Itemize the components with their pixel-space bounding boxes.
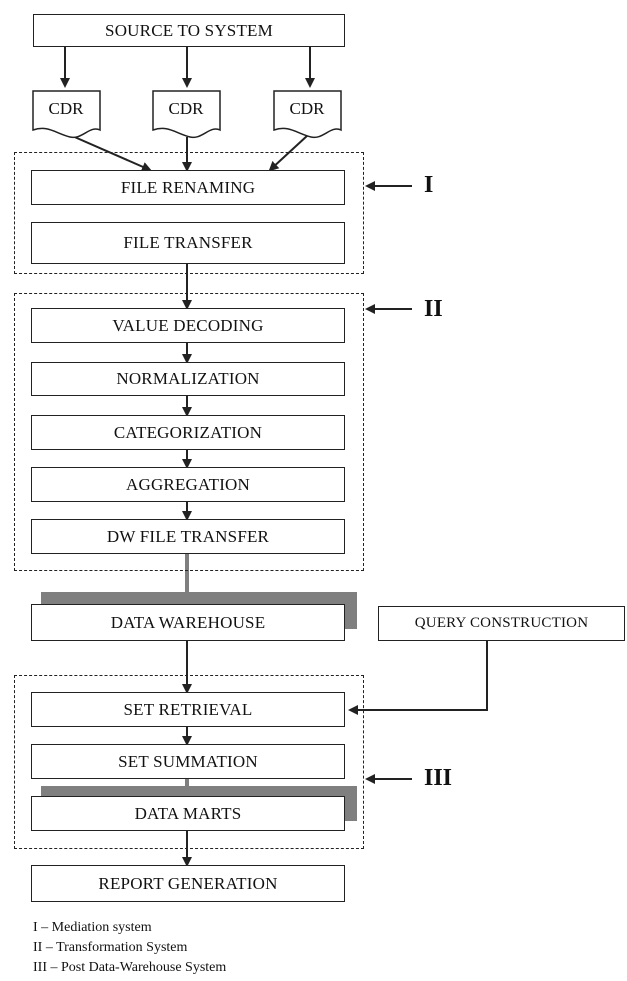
cdr-label-2: CDR — [168, 99, 204, 118]
stage-ii-group — [14, 293, 364, 571]
stage-iii-label: III — [424, 765, 453, 791]
dw-file-transfer-box: DW FILE TRANSFER — [31, 519, 345, 554]
file-transfer-box: FILE TRANSFER — [31, 222, 345, 264]
categorization-box: CATEGORIZATION — [31, 415, 345, 450]
report-generation-box: REPORT GENERATION — [31, 865, 345, 902]
source-to-system-box: SOURCE TO SYSTEM — [33, 14, 345, 47]
data-warehouse-box: DATA WAREHOUSE — [31, 604, 345, 641]
cdr-document-shape-3 — [273, 90, 342, 139]
normalization-box: NORMALIZATION — [31, 362, 345, 396]
set-summation-box: SET SUMMATION — [31, 744, 345, 779]
stage-i-label: I — [424, 172, 434, 198]
arrow-query-retrieval — [348, 641, 488, 715]
legend-item-iii: III – Post Data-Warehouse System — [33, 960, 227, 975]
cdr-document-shape-1 — [32, 90, 101, 139]
aggregation-box: AGGREGATION — [31, 467, 345, 502]
cdr-document-shape-2 — [152, 90, 221, 139]
set-retrieval-box: SET RETRIEVAL — [31, 692, 345, 727]
stage-ii-label: II — [424, 296, 443, 322]
data-marts-box: DATA MARTS — [31, 796, 345, 831]
legend-item-i: I – Mediation system — [33, 920, 152, 935]
stage-iii-group — [14, 675, 364, 849]
file-renaming-box: FILE RENAMING — [31, 170, 345, 205]
value-decoding-box: VALUE DECODING — [31, 308, 345, 343]
cdr-label-1: CDR — [48, 99, 84, 118]
legend-item-ii: II – Transformation System — [33, 940, 188, 955]
stage-i-group — [14, 152, 364, 274]
cdr-label-3: CDR — [289, 99, 325, 118]
legend: I – Mediation system II – Transformation… — [33, 918, 226, 978]
query-construction-box: QUERY CONSTRUCTION — [378, 606, 625, 641]
